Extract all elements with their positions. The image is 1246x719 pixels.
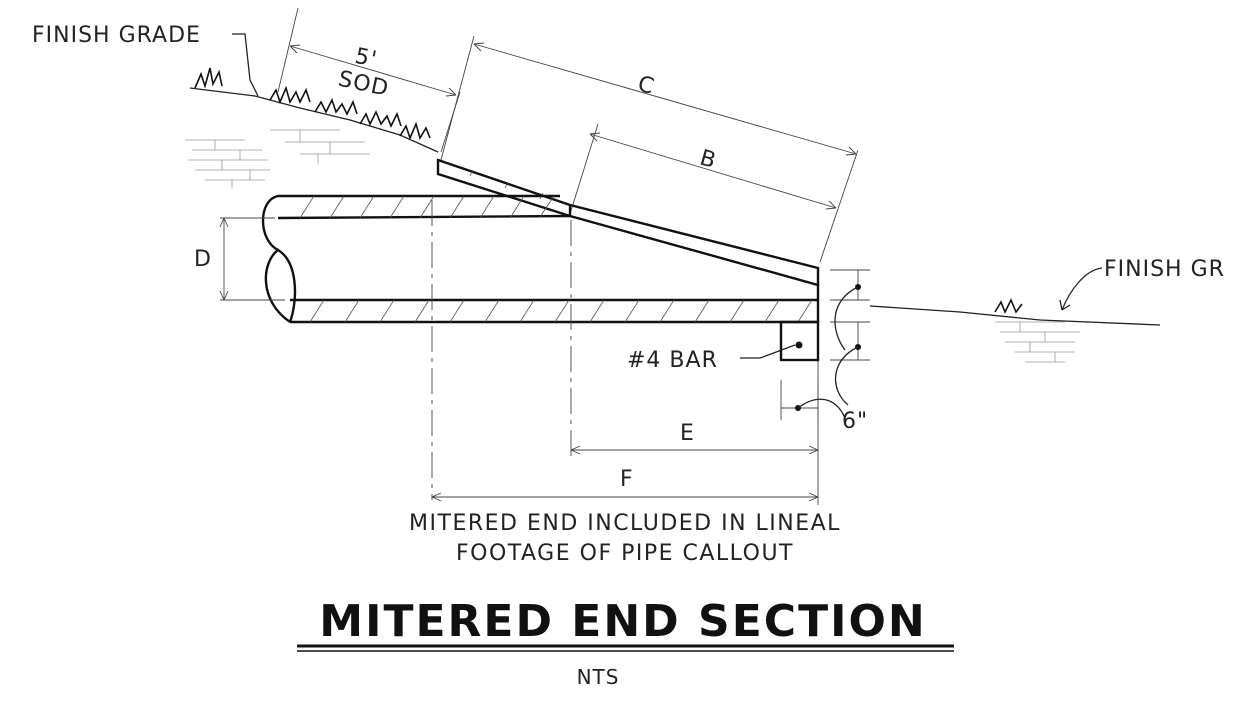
scale-label: NTS <box>577 665 620 689</box>
bar-label: #4 BAR <box>627 348 718 373</box>
left-finish-grade <box>185 87 439 188</box>
dimension-b <box>569 123 837 215</box>
note-line-1: MITERED END INCLUDED IN LINEAL <box>409 511 841 536</box>
dim-f-label: F <box>620 467 634 492</box>
pipe-top-hatch <box>299 195 555 219</box>
right-finish-grade <box>869 267 1161 363</box>
dimension-e <box>570 445 819 455</box>
drawing-title: MITERED END SECTION <box>319 596 926 647</box>
six-inch-label: 6" <box>842 409 868 434</box>
dimension-d <box>219 217 285 301</box>
finish-grade-left-label: FINISH GRADE <box>32 23 201 48</box>
finish-grade-right-label: FINISH GR <box>1104 257 1225 282</box>
left-soil-texture <box>185 129 370 188</box>
dimension-c <box>440 35 859 263</box>
bar-leader <box>740 344 796 359</box>
dimension-f <box>431 492 819 502</box>
note-line-2: FOOTAGE OF PIPE CALLOUT <box>456 541 794 566</box>
sod-label: SOD <box>336 67 391 102</box>
pipe-bottom-hatch <box>309 299 813 323</box>
right-soil-texture <box>995 321 1080 363</box>
dim-d-label: D <box>194 247 212 272</box>
dim-b-label: B <box>697 146 719 174</box>
six-inch-dimensions <box>780 269 870 420</box>
bar-detail <box>779 320 820 362</box>
finish-grade-left-leader <box>232 33 259 97</box>
pipe <box>261 194 820 324</box>
left-grass-tufts <box>194 67 431 141</box>
mitered-end-slab <box>436 158 820 287</box>
sod-dim-label: 5' <box>353 44 380 73</box>
dim-e-label: E <box>680 421 695 446</box>
dim-c-label: C <box>635 72 657 100</box>
